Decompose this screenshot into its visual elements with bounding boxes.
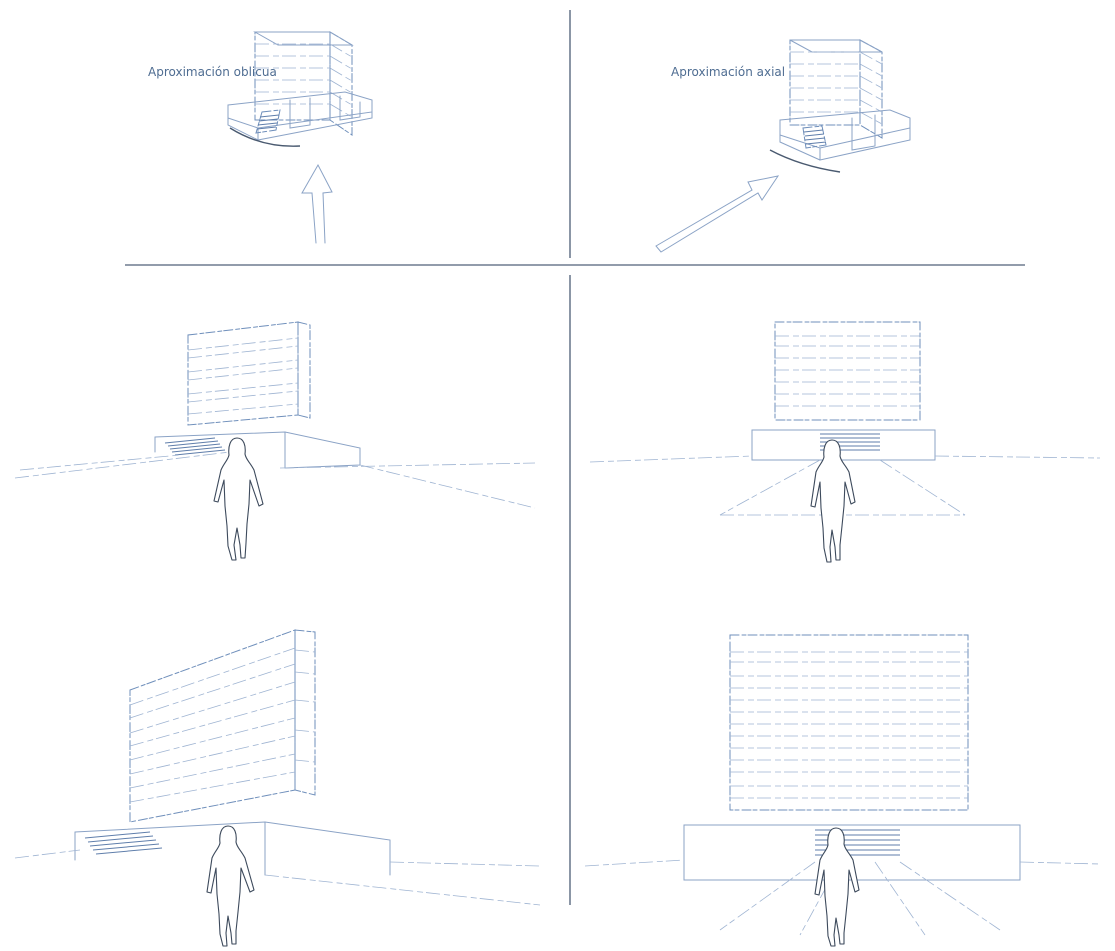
oblique-perspective-close [15,630,540,905]
figure-oblique-near [214,438,263,560]
figure-axial-near [811,440,855,562]
oblique-axonometric [228,32,372,243]
oblique-perspective-near [15,322,535,508]
figure-oblique-close [207,826,254,946]
axial-axonometric [656,40,910,252]
figure-axial-close [815,828,859,946]
